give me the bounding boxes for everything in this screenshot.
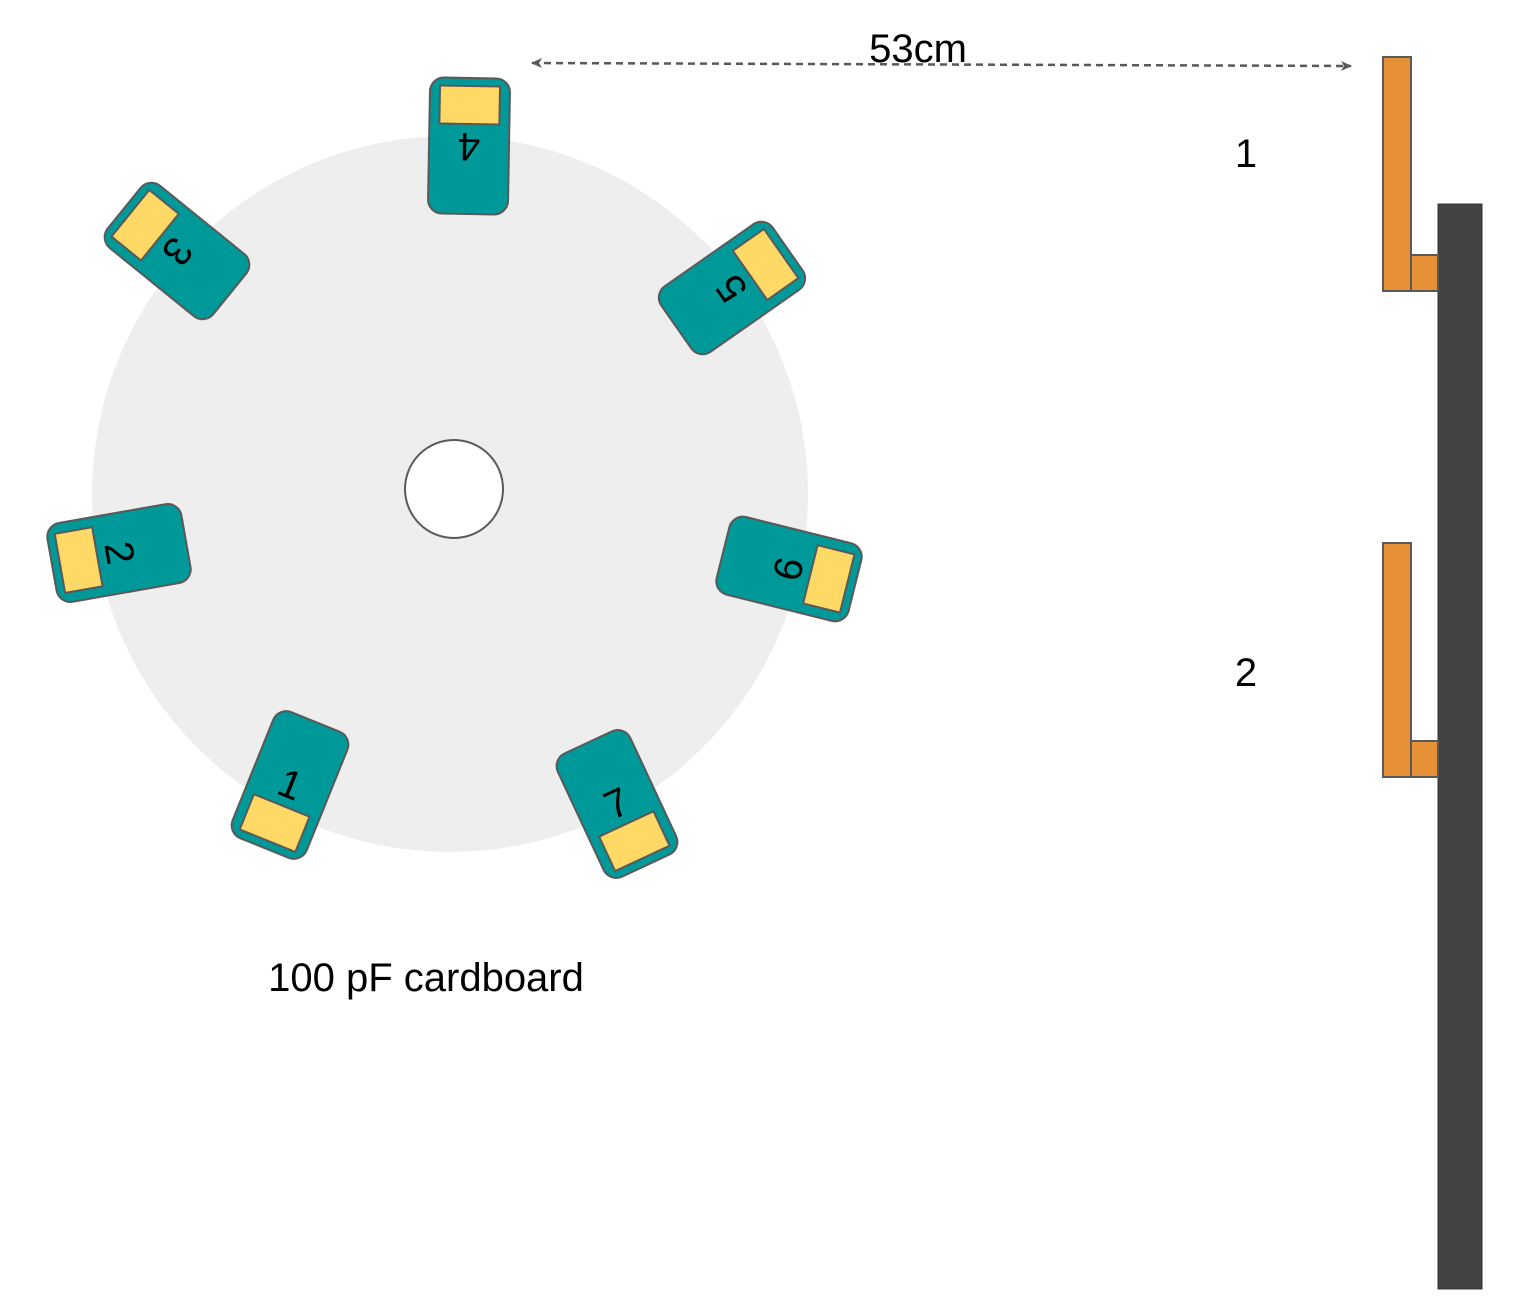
mount-1-label: 1: [1235, 132, 1257, 176]
card-2: 2: [46, 503, 192, 603]
card-6: 6: [715, 515, 863, 623]
card-1: 1: [230, 710, 350, 860]
card-5: 5: [657, 220, 807, 356]
center-hole: [404, 439, 504, 539]
card-4: 4: [427, 76, 511, 216]
distance-arrow: [531, 58, 1352, 71]
rail: [1437, 203, 1483, 1290]
disc-caption: 100 pF cardboard: [268, 956, 584, 1000]
mount-1: [1382, 56, 1439, 292]
card-3: 3: [103, 181, 251, 321]
card-7: 7: [555, 729, 679, 879]
distance-label: 53cm: [869, 27, 967, 71]
mount-2: [1382, 542, 1439, 778]
card-4-number: 4: [457, 124, 480, 168]
mount-2-label: 2: [1235, 651, 1257, 695]
